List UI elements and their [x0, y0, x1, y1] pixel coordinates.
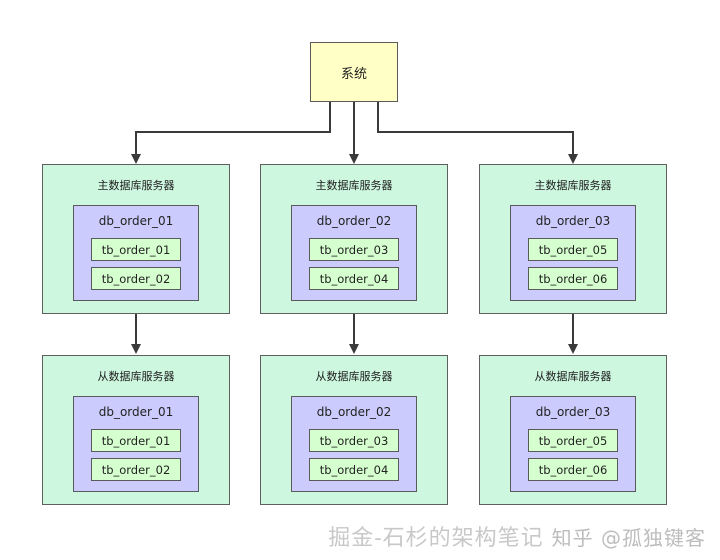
- table-node: tb_order_05: [528, 429, 618, 452]
- database-label: db_order_03: [535, 405, 611, 419]
- table-node: tb_order_04: [309, 267, 399, 290]
- table-node: tb_order_05: [528, 238, 618, 261]
- database-node: db_order_02 tb_order_03 tb_order_04: [291, 205, 417, 301]
- table-node: tb_order_01: [91, 429, 181, 452]
- database-node: db_order_01 tb_order_01 tb_order_02: [73, 205, 199, 301]
- server-label: 主数据库服务器: [315, 179, 393, 192]
- server-label: 从数据库服务器: [315, 370, 393, 383]
- database-node: db_order_03 tb_order_05 tb_order_06: [510, 396, 636, 492]
- system-node: 系统: [310, 42, 398, 102]
- database-node: db_order_03 tb_order_05 tb_order_06: [510, 205, 636, 301]
- database-label: db_order_01: [98, 405, 174, 419]
- database-node: db_order_01 tb_order_01 tb_order_02: [73, 396, 199, 492]
- watermark-text: 掘金-石杉的架构笔记: [328, 526, 544, 551]
- edge-system-to-master-3: [377, 102, 578, 164]
- table-node: tb_order_06: [528, 458, 618, 481]
- system-label: 系统: [340, 66, 367, 82]
- master-server-2: 主数据库服务器 db_order_02 tb_order_03 tb_order…: [260, 164, 448, 314]
- master-server-1: 主数据库服务器 db_order_01 tb_order_01 tb_order…: [42, 164, 230, 314]
- server-label: 从数据库服务器: [534, 370, 612, 383]
- table-node: tb_order_06: [528, 267, 618, 290]
- slave-server-2: 从数据库服务器 db_order_02 tb_order_03 tb_order…: [260, 355, 448, 505]
- edge-system-to-master-1: [131, 102, 331, 164]
- database-label: db_order_01: [98, 214, 174, 228]
- master-server-3: 主数据库服务器 db_order_03 tb_order_05 tb_order…: [479, 164, 667, 314]
- database-node: db_order_02 tb_order_03 tb_order_04: [291, 396, 417, 492]
- watermark: 掘金-石杉的架构笔记 知乎 @孤独键客: [328, 520, 706, 552]
- slave-server-1: 从数据库服务器 db_order_01 tb_order_01 tb_order…: [42, 355, 230, 505]
- table-node: tb_order_04: [309, 458, 399, 481]
- database-label: db_order_02: [316, 214, 392, 228]
- server-label: 主数据库服务器: [97, 179, 175, 192]
- table-node: tb_order_03: [309, 429, 399, 452]
- server-label: 从数据库服务器: [97, 370, 175, 383]
- table-node: tb_order_01: [91, 238, 181, 261]
- database-label: db_order_02: [316, 405, 392, 419]
- watermark-zhihu: 知乎 @孤独键客: [551, 526, 706, 550]
- slave-server-3: 从数据库服务器 db_order_03 tb_order_05 tb_order…: [479, 355, 667, 505]
- table-node: tb_order_02: [91, 458, 181, 481]
- database-label: db_order_03: [535, 214, 611, 228]
- server-label: 主数据库服务器: [534, 179, 612, 192]
- table-node: tb_order_03: [309, 238, 399, 261]
- table-node: tb_order_02: [91, 267, 181, 290]
